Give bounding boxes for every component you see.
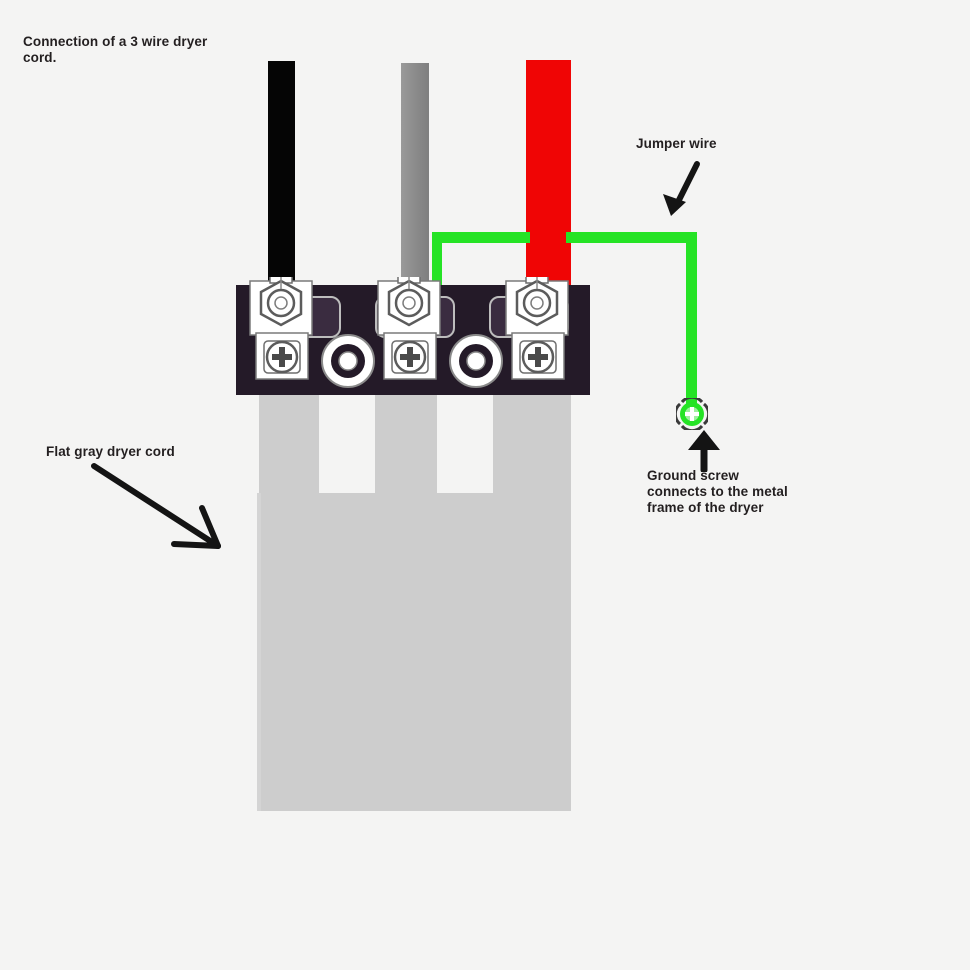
page-title: Connection of a 3 wire dryer cord. xyxy=(23,34,208,65)
jumper-wire-segment-vertical-left xyxy=(432,232,442,316)
red-wire xyxy=(526,60,571,286)
right-terminal xyxy=(515,277,559,374)
jumper-wire-segment-vertical-right xyxy=(686,232,697,412)
center-terminal xyxy=(387,277,431,374)
terminal-block xyxy=(236,277,590,395)
arrow-down-right-icon xyxy=(91,463,221,549)
jumper-wire-label: Jumper wire xyxy=(636,136,717,151)
flat-gray-dryer-cord xyxy=(257,395,571,811)
black-wire xyxy=(268,61,295,285)
jumper-wire-segment-horizontal-left xyxy=(432,232,530,243)
ground-screw-icon xyxy=(676,398,708,430)
arrow-up-icon xyxy=(688,430,720,472)
gray-wire xyxy=(401,63,429,285)
left-terminal xyxy=(259,277,303,374)
ground-screw-label: Ground screw connects to the metal frame… xyxy=(647,468,788,515)
dryer-cord-label: Flat gray dryer cord xyxy=(46,444,175,459)
jumper-wire-segment-horizontal-right xyxy=(566,232,697,243)
arrow-down-icon xyxy=(663,161,700,216)
